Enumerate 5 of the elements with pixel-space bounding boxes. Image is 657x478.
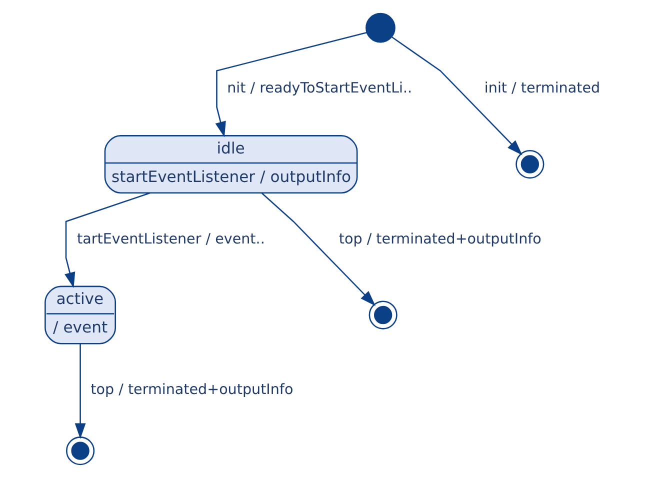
edge-label: top / terminated+outputInfo [90, 382, 294, 398]
edge-label: init / terminated [484, 80, 600, 97]
edge-label: top / terminated+outputInfo [338, 231, 542, 248]
edge-label: nit / readyToStartEventLi.. [227, 80, 412, 97]
edge-label: tartEventListener / event.. [77, 231, 265, 248]
